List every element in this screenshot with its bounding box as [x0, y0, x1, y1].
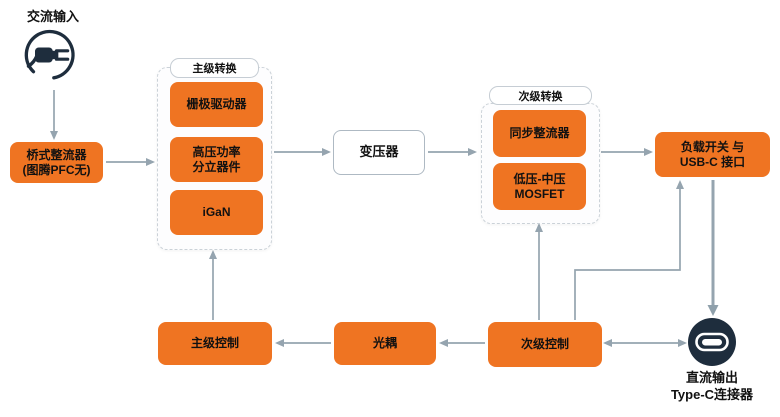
node-label: USB-C 接口 — [679, 154, 746, 169]
dc-output-caption: 直流输出 Type-C连接器 — [637, 370, 780, 404]
node-load-switch-usbc: 负载开关 与 USB-C 接口 — [655, 132, 770, 177]
ac-plug-icon — [21, 27, 77, 83]
node-transformer: 变压器 — [333, 130, 425, 175]
node-label: 负载开关 与 — [680, 139, 745, 154]
node-label: iGaN — [202, 205, 231, 219]
node-label: 同步整流器 — [509, 126, 570, 140]
node-optocoupler: 光耦 — [334, 322, 436, 365]
primary-conversion-group-label: 主级转换 — [170, 58, 259, 78]
node-igan: iGaN — [170, 190, 263, 235]
secondary-conversion-group-label: 次级转换 — [489, 86, 592, 105]
node-primary-control: 主级控制 — [158, 322, 272, 365]
node-bridge-rectifier: 桥式整流器 (图腾PFC无) — [10, 142, 103, 183]
node-label: 分立器件 — [192, 159, 241, 174]
node-hv-power-discretes: 高压功率 分立器件 — [170, 137, 263, 182]
node-secondary-control: 次级控制 — [488, 322, 602, 367]
node-label: (图腾PFC无) — [22, 162, 91, 177]
node-label: 高压功率 — [192, 144, 241, 159]
node-label: 桥式整流器 — [26, 147, 87, 162]
node-label: 光耦 — [372, 336, 397, 350]
node-label: MOSFET — [514, 186, 565, 201]
node-label: 变压器 — [359, 144, 399, 160]
ac-input-label: 交流输入 — [27, 9, 80, 24]
node-lv-mv-mosfet: 低压-中压 MOSFET — [493, 163, 586, 210]
node-label: 主级控制 — [190, 336, 239, 350]
node-label: 次级控制 — [520, 337, 569, 351]
node-label: 栅极驱动器 — [186, 97, 247, 111]
node-label: 低压-中压 — [513, 171, 566, 186]
node-gate-driver: 栅极驱动器 — [170, 82, 263, 127]
usb-c-connector-icon — [688, 318, 736, 366]
dc-output-line1: 直流输出 — [685, 370, 738, 385]
node-sync-rectifier: 同步整流器 — [493, 110, 586, 157]
dc-output-line2: Type-C连接器 — [670, 386, 754, 402]
